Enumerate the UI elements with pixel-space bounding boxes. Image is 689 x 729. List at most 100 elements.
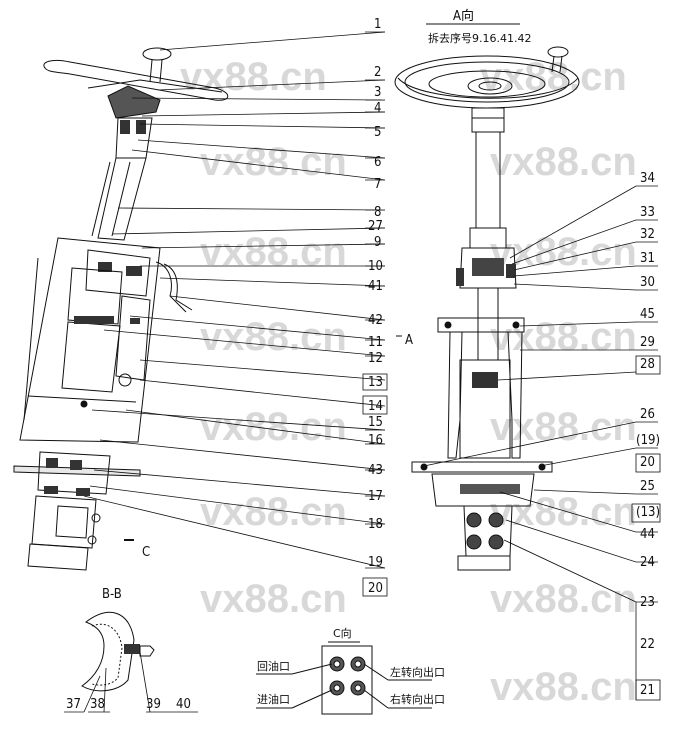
- callout-number: 20: [640, 455, 655, 470]
- callout-number: 22: [640, 637, 655, 652]
- hub-collar: [471, 107, 505, 133]
- section-bb-title: B-B: [102, 587, 122, 602]
- callout-number: 25: [640, 479, 655, 494]
- column-housing: [19, 237, 161, 443]
- release-lever: [155, 261, 187, 313]
- column-tube: [97, 157, 147, 241]
- marker-a: A: [405, 333, 413, 348]
- callout-number: 29: [640, 335, 655, 350]
- wheel-hub: [107, 85, 161, 119]
- callout-number: 43: [368, 463, 383, 478]
- callouts-left: 1 2 3 4 5 6 7 8 27 9 10 41 42 11 12 13 1…: [368, 17, 383, 596]
- callout-number: 14: [368, 399, 383, 414]
- callout-number: 8: [374, 205, 381, 220]
- callout-number: 21: [640, 683, 655, 698]
- callout-number: 16: [368, 433, 383, 448]
- inner-cylinder: [61, 321, 121, 393]
- callout-number: 7: [374, 177, 381, 192]
- callout-number: 32: [640, 227, 655, 242]
- leaders-right: [423, 185, 658, 700]
- watermark: vx88.cn: [180, 55, 327, 99]
- callout-number: 23: [640, 595, 655, 610]
- callout-number: 27: [368, 219, 383, 234]
- view-c: C向 回油口 进油口 左转向出口 右转向出口: [256, 626, 445, 715]
- return-port-label: 回油口: [257, 659, 290, 673]
- view-c-title: C向: [333, 626, 352, 640]
- steering-unit-base: [27, 543, 89, 571]
- view-a-title: A向: [453, 8, 474, 24]
- leaders-left: [83, 31, 386, 569]
- callout-number: (13): [636, 505, 660, 520]
- callout-boxes-right: [631, 355, 661, 701]
- callout-number: 28: [640, 357, 655, 372]
- callout-number: 42: [368, 313, 383, 328]
- watermark: vx88.cn: [200, 230, 347, 274]
- clamp-28: [472, 372, 498, 388]
- right-turn-port-label: 右转向出口: [390, 692, 445, 706]
- inlet-port-label: 进油口: [257, 692, 290, 706]
- callout-number: 13: [368, 375, 383, 390]
- callout-number: 3: [374, 85, 381, 100]
- callout-number: 24: [640, 555, 655, 570]
- callout-number: 20: [368, 581, 383, 596]
- watermark: vx88.cn: [200, 405, 347, 449]
- callout-boxes-left: [362, 373, 388, 597]
- port-block: [321, 645, 373, 715]
- callout-number: 9: [374, 235, 381, 250]
- watermark-layer: vx88.cn vx88.cn vx88.cn vx88.cn vx88.cn …: [180, 55, 637, 709]
- callout-number: 2: [374, 65, 381, 80]
- callout-number: 11: [368, 335, 383, 350]
- callout-number: (19): [636, 433, 660, 448]
- watermark: vx88.cn: [490, 577, 637, 621]
- view-a-subtitle: 拆去序号9.16.41.42: [428, 31, 531, 45]
- callout-number: 6: [374, 155, 381, 170]
- callout-number: 18: [368, 517, 383, 532]
- callout-number: 5: [374, 125, 381, 140]
- callout-number: 41: [368, 279, 383, 294]
- watermark: vx88.cn: [200, 315, 347, 359]
- base-plate: [411, 461, 553, 473]
- callout-number: 45: [640, 307, 655, 322]
- lower-flange-front: [431, 473, 535, 507]
- callout-number: 12: [368, 351, 383, 366]
- watermark: vx88.cn: [200, 577, 347, 621]
- callout-number: 38: [90, 697, 105, 712]
- callout-number: 37: [66, 697, 81, 712]
- side-bracket-left: [447, 331, 463, 459]
- side-bracket-right: [507, 331, 523, 459]
- watermark: vx88.cn: [490, 490, 637, 534]
- steering-wheel-rim: [43, 59, 229, 101]
- callout-number: 31: [640, 251, 655, 266]
- watermark: vx88.cn: [490, 315, 637, 359]
- callout-number: 33: [640, 205, 655, 220]
- marker-c: C: [142, 545, 150, 560]
- callout-number: 26: [640, 407, 655, 422]
- side-view: C: [13, 47, 229, 571]
- wheel-knob: [142, 47, 172, 61]
- section-bb-body: [81, 611, 135, 692]
- left-turn-port-label: 左转向出口: [390, 665, 445, 679]
- lower-flange: [37, 451, 111, 495]
- watermark: vx88.cn: [490, 140, 637, 184]
- callout-number: 17: [368, 489, 383, 504]
- callout-number: 34: [640, 171, 655, 186]
- callout-number: 39: [146, 697, 161, 712]
- watermark: vx88.cn: [200, 140, 347, 184]
- watermark: vx88.cn: [200, 490, 347, 534]
- watermark: vx88.cn: [490, 665, 637, 709]
- section-bb: B-B: [81, 587, 155, 692]
- callout-number: 44: [640, 527, 655, 542]
- callouts-right: 34 33 32 31 30 45 29 28 26 (19) 20 25 (1…: [636, 171, 660, 698]
- callout-number: 15: [368, 415, 383, 430]
- callout-number: 30: [640, 275, 655, 290]
- callouts-bb: 37 38 39 40: [66, 697, 191, 712]
- callout-number: 19: [368, 555, 383, 570]
- steering-unit: [31, 495, 97, 549]
- front-view: A向 拆去序号9.16.41.42: [394, 8, 580, 571]
- callout-number: 10: [368, 259, 383, 274]
- callout-number: 4: [374, 101, 381, 116]
- callout-number: 1: [374, 17, 381, 32]
- callout-number: 40: [176, 697, 191, 712]
- mounting-flange: [437, 317, 525, 333]
